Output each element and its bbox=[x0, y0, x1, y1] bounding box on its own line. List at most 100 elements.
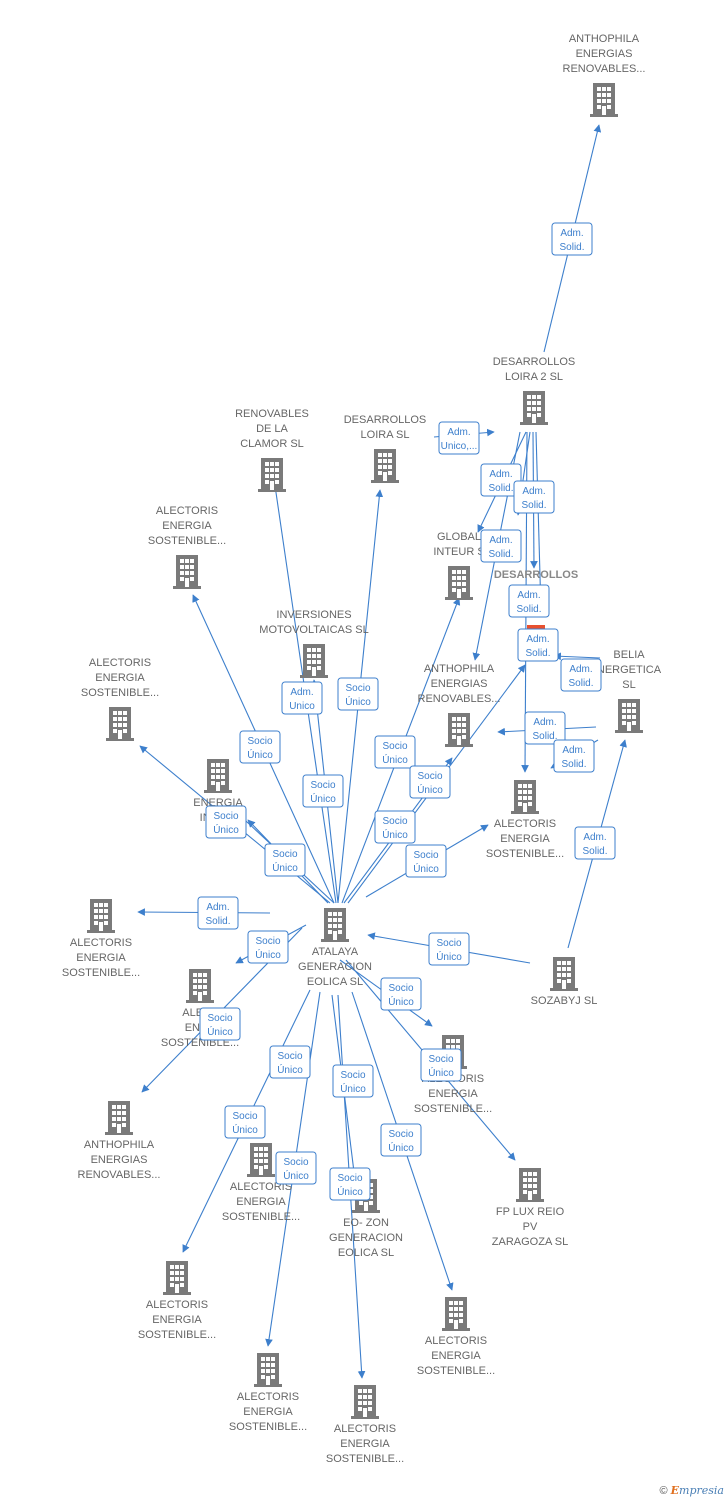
relation-label-box bbox=[199, 1007, 241, 1041]
relation-label-text: Adm. bbox=[290, 687, 313, 698]
company-node[interactable]: ANTHOPHILAENERGIASRENOVABLES... bbox=[78, 1101, 161, 1181]
company-node[interactable]: ALECTORISENERGIASOSTENIBLE... bbox=[486, 780, 564, 860]
relation-label[interactable]: Adm.Solid. bbox=[553, 739, 595, 773]
company-node[interactable]: ALECTORISENERGIASOSTENIBLE... bbox=[417, 1297, 495, 1377]
relation-label[interactable]: Adm.Solid. bbox=[508, 584, 550, 618]
relation-label-box bbox=[438, 421, 480, 455]
relation-label-text: Socio bbox=[207, 1013, 232, 1024]
company-node[interactable]: ANTHOPHILAENERGIASRENOVABLES... bbox=[563, 33, 646, 117]
company-node[interactable]: ALECTORISENERGIASOSTENIBLE... bbox=[81, 657, 159, 741]
relation-label-box bbox=[553, 739, 595, 773]
relation-label[interactable]: Adm.Solid. bbox=[551, 222, 593, 256]
relation-label[interactable]: Adm.Solid. bbox=[524, 711, 566, 745]
relation-label-text: Socio bbox=[340, 1070, 365, 1081]
relation-label-text: Socio bbox=[283, 1157, 308, 1168]
company-name-line: SOSTENIBLE... bbox=[414, 1103, 492, 1115]
relation-label-text: Único bbox=[213, 823, 239, 836]
relation-label-box bbox=[480, 529, 522, 563]
building-icon bbox=[254, 1353, 282, 1387]
building-icon bbox=[371, 449, 399, 483]
relation-label-text: Único bbox=[345, 695, 371, 708]
relation-label-text: Único bbox=[272, 861, 298, 874]
company-node[interactable]: ALECTORISENERGIASOSTENIBLE... bbox=[326, 1385, 404, 1465]
relation-label-box bbox=[513, 480, 555, 514]
company-node[interactable]: ALECTORIS ENERGIA SOSTENIBLE... bbox=[62, 899, 140, 979]
relation-label-text: Único bbox=[388, 1141, 414, 1154]
relation-label[interactable]: Adm.Solid. bbox=[560, 658, 602, 692]
company-node[interactable]: ALECTORISENERGIASOSTENIBLE... bbox=[148, 505, 226, 589]
edge-line bbox=[553, 652, 601, 661]
relation-label[interactable]: Adm.Solid. bbox=[513, 480, 555, 514]
company-name-line: SOSTENIBLE... bbox=[62, 967, 140, 979]
relation-label[interactable]: Adm.Solid. bbox=[517, 628, 559, 662]
company-name-line: ALECTORIS bbox=[230, 1181, 292, 1193]
company-name-line: ALECTORIS bbox=[425, 1335, 487, 1347]
company-name-line: ALECTORIS bbox=[334, 1423, 396, 1435]
relation-label[interactable]: Adm.Solid. bbox=[574, 826, 616, 860]
relation-label[interactable]: Adm.Solid. bbox=[480, 463, 522, 497]
relation-label-text: Socio bbox=[417, 771, 442, 782]
relation-label-text: Único bbox=[382, 828, 408, 841]
company-name-line: SL bbox=[622, 679, 635, 691]
relation-label[interactable]: Adm. Unico bbox=[281, 681, 323, 715]
relation-label-text: Adm. bbox=[562, 745, 585, 756]
relation-label-box bbox=[374, 735, 416, 769]
relation-label-text: Unico bbox=[289, 701, 315, 712]
company-node[interactable]: SOZABYJ SL bbox=[531, 957, 598, 1007]
relation-label-text: Adm. bbox=[569, 664, 592, 675]
company-name-line: ALECTORIS bbox=[237, 1391, 299, 1403]
company-name-line: EOLICA SL bbox=[307, 976, 363, 988]
relation-label[interactable]: Adm.Solid. bbox=[480, 529, 522, 563]
relation-label-text: Adm. bbox=[583, 832, 606, 843]
relation-label-text: Solid. bbox=[559, 242, 584, 253]
company-name-line: LOIRA SL bbox=[361, 429, 410, 441]
relation-label[interactable]: Adm.Solid. bbox=[197, 896, 239, 930]
company-name-line: ENERGIA bbox=[76, 952, 126, 964]
company-name-line: ALECTORIS bbox=[70, 937, 132, 949]
company-node[interactable]: ALECTORISENERGIASOSTENIBLE... bbox=[138, 1261, 216, 1341]
building-icon bbox=[550, 957, 578, 991]
relation-label-text: Solid. bbox=[521, 500, 546, 511]
company-name-line: SOZABYJ SL bbox=[531, 995, 598, 1007]
company-name-line: ANTHOPHILA bbox=[84, 1139, 155, 1151]
company-node[interactable]: ALECTORISENERGIASOSTENIBLE... bbox=[229, 1353, 307, 1433]
company-node[interactable]: ALECTORISENERGIASOSTENIBLE... bbox=[222, 1143, 300, 1223]
company-name-line: DESARROLLOS bbox=[493, 356, 576, 368]
company-name-line: ALECTORIS bbox=[146, 1299, 208, 1311]
relation-label-text: Unico,... bbox=[441, 441, 478, 452]
relation-label-box bbox=[264, 843, 306, 877]
company-name-line: ATALAYA bbox=[312, 946, 359, 958]
company-node[interactable]: ANTHOPHILAENERGIASRENOVABLES... bbox=[418, 663, 501, 747]
company-name-line: CLAMOR SL bbox=[240, 438, 304, 450]
relation-label[interactable]: Adm.Unico,... bbox=[438, 421, 480, 455]
